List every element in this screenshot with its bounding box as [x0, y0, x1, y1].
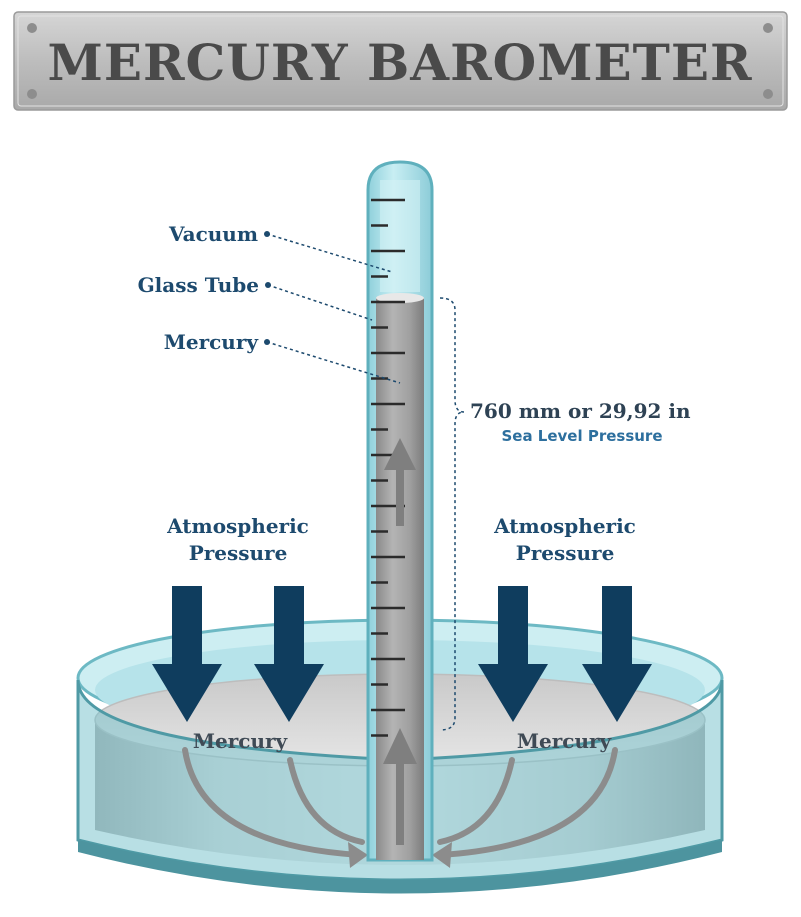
curved-arrow-icon [437, 757, 515, 845]
tube-up-arrows [383, 438, 417, 845]
screw-icon [27, 23, 37, 33]
scale-ticks [371, 198, 405, 737]
mercury-column-label: Mercury [164, 330, 260, 354]
screw-icon [763, 23, 773, 33]
atm-pressure-right-line2: Pressure [516, 541, 615, 565]
mercury-pool-left-label: Mercury [193, 729, 289, 753]
height-value-label: 760 mm or 29,92 in [470, 399, 691, 423]
arrow-down-icon [582, 586, 652, 722]
pressure-arrows [152, 586, 652, 722]
screw-icon [763, 89, 773, 99]
arrow-down-icon [254, 586, 324, 722]
mercury-pool-right-label: Mercury [517, 729, 613, 753]
title-plate: MERCURY BAROMETER [13, 11, 788, 111]
arrow-down-icon [478, 586, 548, 722]
curved-arrow-icon [437, 747, 618, 858]
height-caption-label: Sea Level Pressure [501, 427, 662, 445]
atm-pressure-left-line1: Atmospheric [166, 514, 309, 538]
arrow-up-icon [383, 728, 417, 764]
flow-arrows [182, 747, 618, 868]
screw-icon [27, 89, 37, 99]
leader-lines [264, 231, 465, 731]
atm-pressure-left-line2: Pressure [189, 541, 288, 565]
curved-arrow-icon [182, 747, 363, 858]
glass-tube-label: Glass Tube [138, 273, 259, 297]
arrow-up-icon [396, 466, 404, 526]
curved-arrow-icon [287, 757, 365, 845]
atm-pressure-right-line1: Atmospheric [493, 514, 636, 538]
arrow-down-icon [152, 586, 222, 722]
page-title: MERCURY BAROMETER [47, 33, 752, 92]
vacuum-label: Vacuum [168, 222, 258, 246]
